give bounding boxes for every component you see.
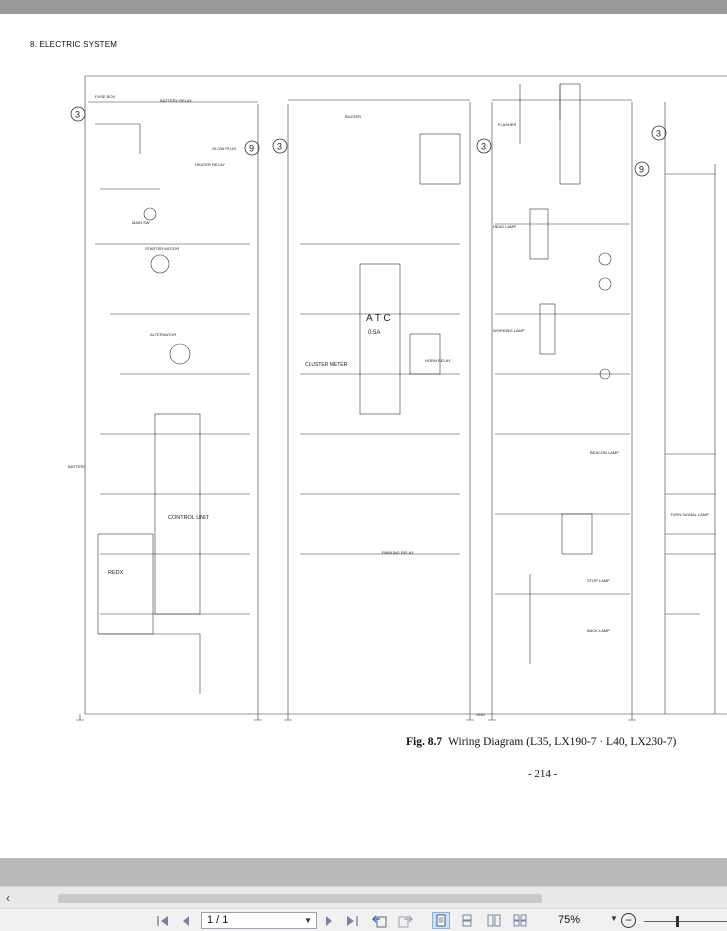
heater-relay-label: HEATER RELAY — [195, 162, 225, 167]
two-page-view-icon[interactable] — [485, 912, 503, 929]
fuse-box-label: FUSE BOX — [95, 94, 116, 99]
scrollbar-thumb[interactable] — [58, 894, 542, 903]
last-page-icon[interactable] — [343, 912, 361, 929]
wiring-diagram: 3 9 3 3 3 9 A T C 0.5A CLUSTER METER CON… — [68, 75, 727, 721]
zoom-slider[interactable] — [644, 921, 727, 922]
atc-fuse-label: 0.5A — [368, 330, 380, 336]
figure-number: Fig. 8.7 — [406, 736, 443, 748]
section-header: 8. ELECTRIC SYSTEM — [30, 40, 118, 49]
ground-label: GND — [476, 712, 485, 717]
buzzer-label: BUZZER — [345, 114, 361, 119]
parking-relay-label: PARKING RELAY — [382, 550, 414, 555]
cluster-meter-label: CLUSTER METER — [305, 362, 348, 368]
starter-motor-label: STARTER MOTOR — [145, 246, 179, 251]
two-page-continuous-icon[interactable] — [511, 912, 529, 929]
zoom-dropdown-icon[interactable]: ▼ — [610, 914, 618, 923]
beacon-lamp-label: BEACON LAMP — [590, 450, 619, 455]
stop-lamp-label: STOP LAMP — [587, 578, 610, 583]
viewer-top-strip — [0, 0, 727, 14]
zoom-level[interactable]: 75% — [558, 914, 581, 926]
viewer-background — [0, 858, 727, 886]
circled-number-marker — [651, 125, 667, 141]
battery-relay-label: BATTERY RELAY — [160, 98, 192, 103]
zoom-out-icon[interactable]: − — [621, 913, 636, 928]
battery-label: BATTERY — [68, 464, 86, 469]
scroll-left-arrow-icon[interactable]: ‹ — [6, 891, 10, 905]
circled-number-marker — [272, 138, 288, 154]
circled-number: 3 — [656, 129, 661, 139]
circled-number: 3 — [75, 110, 80, 120]
back-lamp-label: BACK LAMP — [587, 628, 610, 633]
circled-number: 3 — [481, 142, 486, 152]
next-page-icon[interactable] — [320, 912, 338, 929]
atc-label: A T C — [366, 313, 391, 324]
alternator-label: ALTERNATOR — [150, 332, 176, 337]
page-number-field[interactable]: 1 / 1 ▼ — [201, 912, 317, 929]
control-unit-label: CONTROL UNIT — [168, 515, 210, 521]
redx-label: REDX — [108, 570, 124, 576]
circled-number-marker — [70, 106, 86, 122]
single-page-view-icon[interactable] — [432, 912, 450, 929]
head-lamp-label: HEAD LAMP — [493, 224, 516, 229]
first-page-icon[interactable] — [154, 912, 172, 929]
main-switch-label: MAIN SW — [132, 220, 150, 225]
page-number-value: 1 / 1 — [207, 914, 229, 926]
flasher-label: FLASHER — [498, 122, 517, 127]
working-lamp-label: WORKING LAMP — [493, 328, 525, 333]
document-page: 3 9 3 3 3 9 A T C 0.5A CLUSTER METER CON… — [0, 14, 727, 858]
continuous-view-icon[interactable] — [458, 912, 476, 929]
horizontal-scrollbar[interactable]: ‹ — [0, 886, 727, 908]
circled-number: 9 — [249, 144, 254, 154]
turn-signal-lamp-label: TURN SIGNAL LAMP — [670, 512, 709, 517]
figure-title: Wiring Diagram (L35, LX190-7 · L40, LX23… — [448, 736, 677, 748]
circled-number-marker — [476, 138, 492, 154]
circled-number: 3 — [277, 142, 282, 152]
chevron-down-icon[interactable]: ▼ — [304, 916, 312, 925]
page-number: - 214 - — [528, 768, 558, 780]
circled-number-marker — [634, 161, 650, 177]
previous-page-icon[interactable] — [177, 912, 195, 929]
circled-number: 9 — [639, 165, 644, 175]
horn-relay-label: HORN RELAY — [425, 358, 451, 363]
go-back-view-icon[interactable] — [371, 912, 389, 929]
circled-number-marker — [244, 140, 260, 156]
figure-caption: Fig. 8.7 Wiring Diagram (L35, LX190-7 · L… — [406, 736, 676, 748]
go-forward-view-icon[interactable] — [396, 912, 414, 929]
viewer-toolbar: 1 / 1 ▼ 75% ▼ − — [0, 908, 727, 931]
zoom-slider-thumb[interactable] — [676, 916, 679, 927]
glow-plug-label: GLOW PLUG — [212, 146, 236, 151]
